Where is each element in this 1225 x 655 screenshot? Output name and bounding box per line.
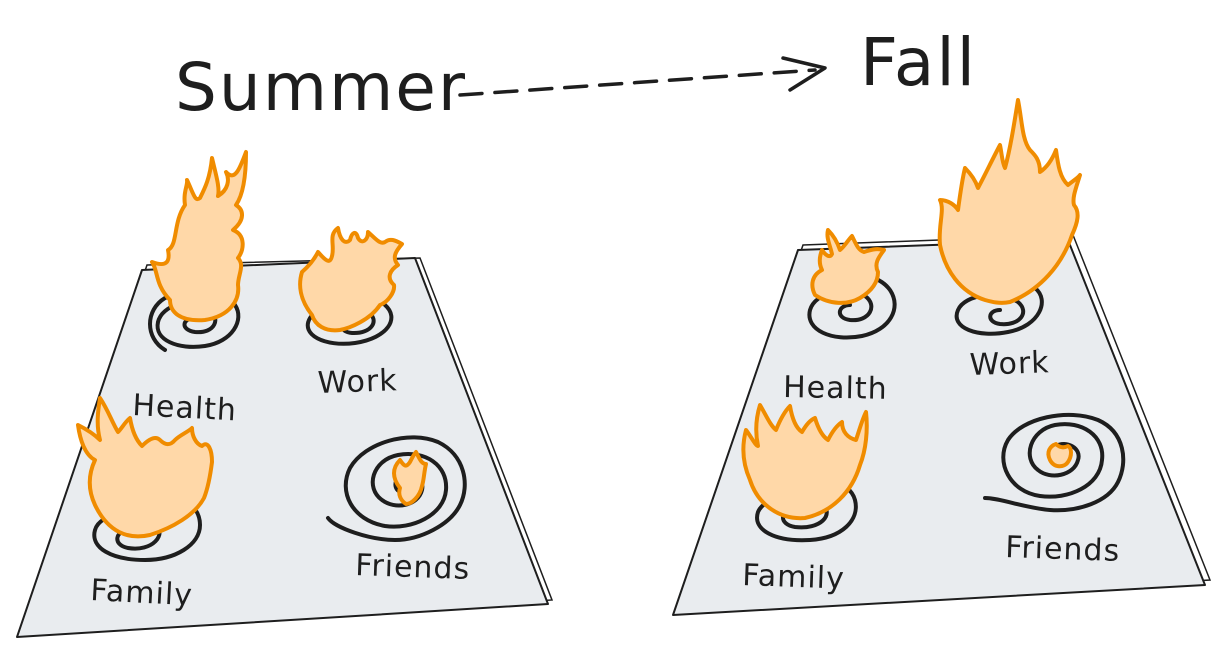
label-friends: Friends: [355, 548, 471, 587]
label-family: Family: [742, 558, 846, 597]
burner-coil: [92, 491, 202, 562]
label-family: Family: [90, 573, 194, 613]
flame: [741, 403, 869, 521]
burner-work: [937, 98, 1082, 336]
burner-coil: [983, 412, 1126, 513]
burner-family: [741, 403, 869, 543]
burner-health: [148, 150, 248, 352]
label-health: Health: [132, 388, 238, 428]
summer-stove: Health Work Family Friends: [16, 150, 554, 638]
arrow-head: [781, 56, 827, 92]
label-work: Work: [969, 345, 1050, 383]
burner-family: [76, 396, 214, 562]
burner-friends: [326, 435, 467, 542]
fall-stove: Health Work Family Friends: [672, 98, 1212, 616]
title-to: Fall: [860, 24, 977, 101]
burner-coil: [807, 272, 897, 340]
flame: [298, 226, 404, 333]
label-work: Work: [317, 363, 398, 401]
label-health: Health: [783, 370, 888, 407]
flame: [392, 450, 428, 506]
flame: [937, 98, 1082, 305]
burner-coil: [755, 474, 858, 543]
title-from: Summer: [175, 49, 467, 126]
flame: [810, 228, 886, 305]
flame: [76, 396, 214, 539]
flame: [1046, 442, 1073, 469]
season-transition-title: Summer Fall: [175, 24, 977, 126]
flame: [150, 150, 248, 323]
burner-health: [807, 228, 897, 340]
burner-work: [298, 226, 404, 346]
label-friends: Friends: [1005, 530, 1121, 569]
dashed-arrow-line: [458, 68, 817, 97]
burner-friends: [983, 412, 1126, 513]
